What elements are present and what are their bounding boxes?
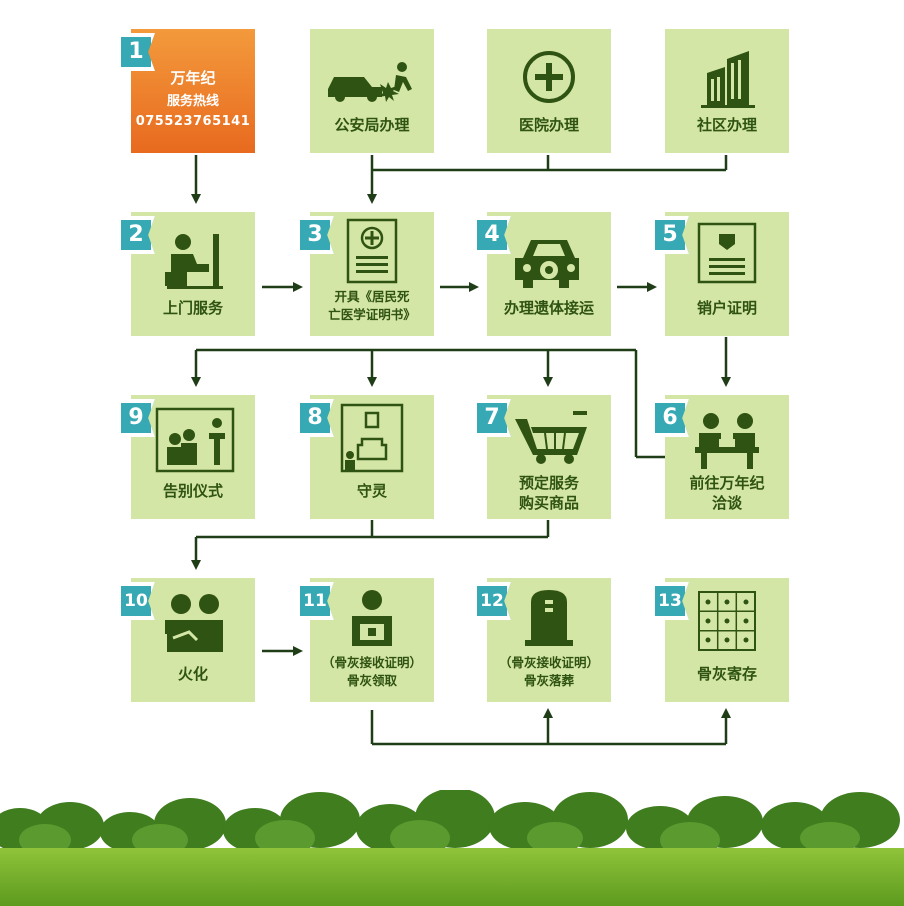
step-7-line1: 预定服务 (518, 474, 579, 492)
step-6-box[interactable]: 前往万年纪 洽谈 (665, 395, 789, 519)
step-badge-2: 2 (117, 216, 155, 254)
step-badge-4: 4 (473, 216, 511, 254)
hotline-title: 服务热线 (166, 94, 219, 109)
step-3-box[interactable]: 开具《居民死 亡医学证明书》 (310, 212, 434, 336)
step-12-line1: （骨灰接收证明） (498, 655, 599, 670)
step-7-label: 预定服务 购买商品 (487, 473, 611, 513)
community-office-label: 社区办理 (696, 116, 757, 134)
cremation-icon (165, 594, 223, 652)
step-12-label: （骨灰接收证明） 骨灰落葬 (487, 654, 611, 690)
vigil-icon (340, 403, 404, 473)
step-8-label: 守灵 (356, 482, 387, 500)
step-2-box[interactable]: 上门服务 (131, 212, 255, 336)
step-10-box[interactable]: 火化 (131, 578, 255, 702)
id-card-icon (697, 222, 757, 284)
step-13-box[interactable]: 骨灰寄存 (665, 578, 789, 702)
step-5-label: 销户证明 (696, 299, 757, 317)
hospital-office-label: 医院办理 (518, 116, 579, 134)
step-7-line2: 购买商品 (518, 494, 579, 512)
plus-circle-icon (523, 51, 575, 103)
police-office-box[interactable]: 公安局办理 (310, 29, 434, 153)
step-12-box[interactable]: （骨灰接收证明） 骨灰落葬 (487, 578, 611, 702)
step-9-label: 告别仪式 (162, 482, 223, 500)
police-office-label: 公安局办理 (334, 116, 410, 134)
hotline-phone: 075523765141 (135, 114, 251, 129)
reception-icon (165, 234, 223, 289)
step-5-box[interactable]: 销户证明 (665, 212, 789, 336)
step-4-label: 办理遗体接运 (503, 299, 594, 317)
locker-icon (698, 591, 756, 651)
step-6-line1: 前往万年纪 (689, 474, 765, 492)
step-4-box[interactable]: 办理遗体接运 (487, 212, 611, 336)
step-11-line2: 骨灰领取 (346, 673, 397, 688)
person-box-icon (352, 590, 392, 646)
step-9-box[interactable]: 告别仪式 (131, 395, 255, 519)
meeting-icon (695, 413, 759, 469)
step-3-label: 开具《居民死 亡医学证明书》 (310, 288, 434, 324)
step-12-line2: 骨灰落葬 (523, 673, 574, 688)
step-7-box[interactable]: 预定服务 购买商品 (487, 395, 611, 519)
grass-trees-decoration (0, 790, 904, 906)
step-11-line1: （骨灰接收证明） (321, 655, 422, 670)
step-11-box[interactable]: （骨灰接收证明） 骨灰领取 (310, 578, 434, 702)
step-3-line2: 亡医学证明书》 (328, 307, 416, 322)
step-8-box[interactable]: 守灵 (310, 395, 434, 519)
step-3-line1: 开具《居民死 (334, 289, 410, 304)
certificate-icon (346, 218, 398, 284)
step-6-label: 前往万年纪 洽谈 (665, 473, 789, 513)
step-badge-12: 12 (473, 582, 511, 620)
building-icon (701, 51, 755, 108)
podium-icon (155, 407, 235, 473)
hotline-brand: 万年纪 (170, 69, 216, 87)
step-2-label: 上门服务 (162, 299, 223, 317)
step-11-label: （骨灰接收证明） 骨灰领取 (310, 654, 434, 690)
cart-icon (515, 411, 587, 464)
hospital-office-box[interactable]: 医院办理 (487, 29, 611, 153)
step-6-line2: 洽谈 (711, 494, 742, 512)
step-13-label: 骨灰寄存 (696, 665, 757, 683)
step-10-label: 火化 (177, 665, 208, 683)
community-office-box[interactable]: 社区办理 (665, 29, 789, 153)
car-crash-icon (328, 62, 412, 102)
tombstone-icon (525, 590, 573, 646)
hotline-box[interactable]: 万年纪 服务热线 075523765141 (131, 29, 255, 153)
car-icon (515, 240, 579, 288)
